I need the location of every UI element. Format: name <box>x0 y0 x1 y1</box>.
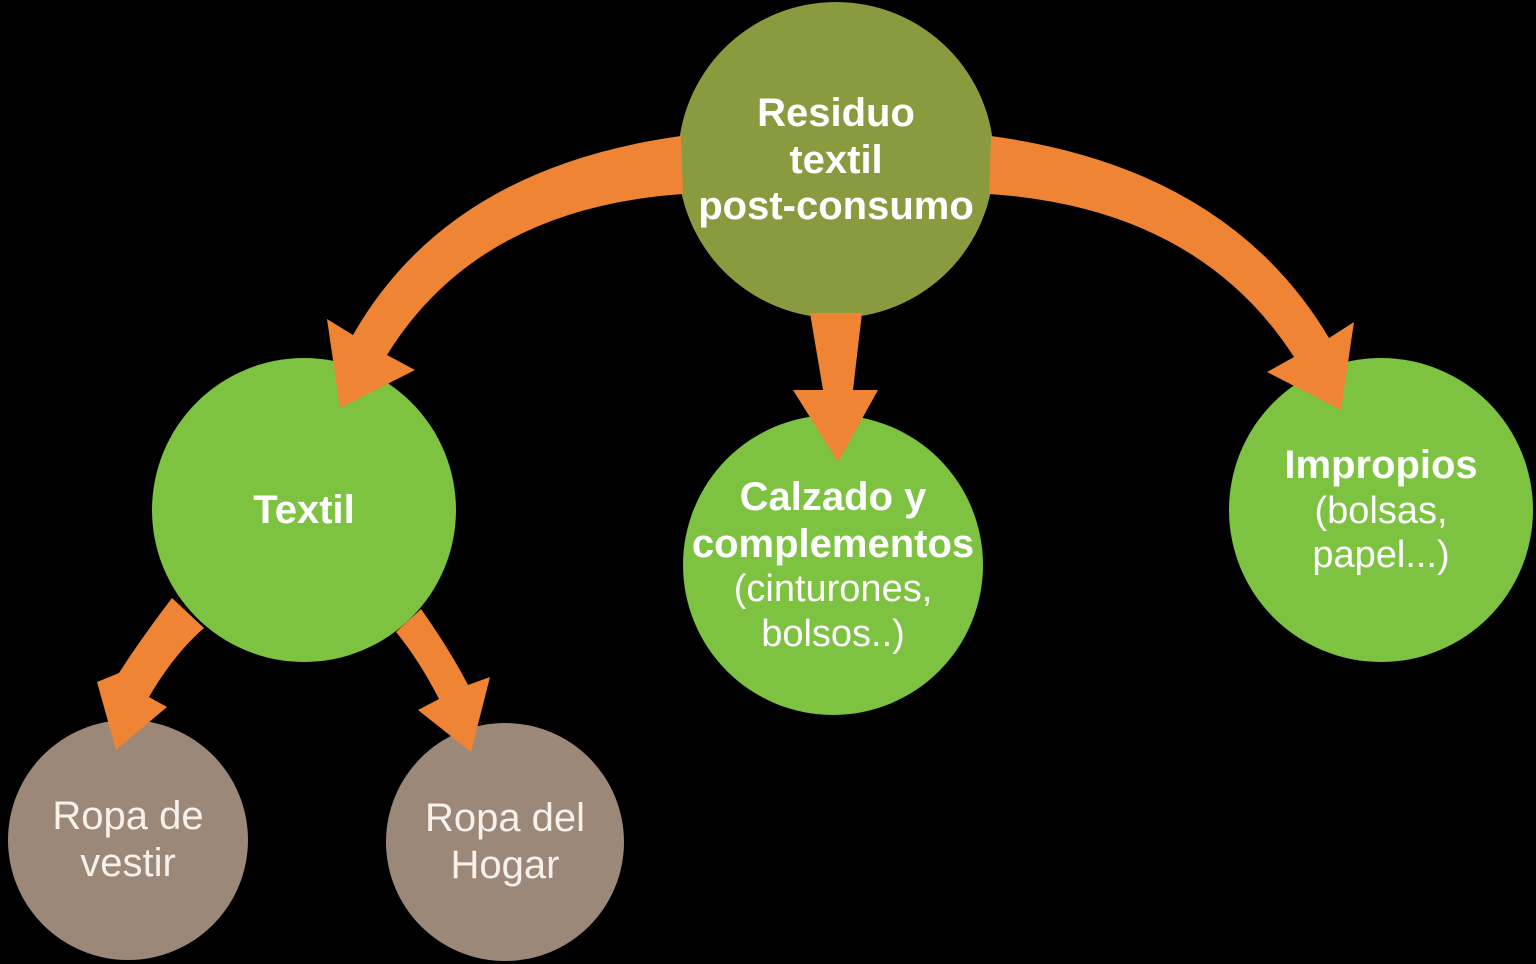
node-root-label-line2: textil <box>789 137 883 182</box>
node-ropa-de-vestir: Ropa de vestir <box>8 720 248 960</box>
node-ropa-vestir-line1: Ropa de <box>52 794 204 839</box>
node-ropa-del-hogar: Ropa del Hogar <box>386 723 624 961</box>
node-calzado-title-line1: Calzado y <box>739 474 927 519</box>
node-ropa-vestir-line2: vestir <box>80 841 176 885</box>
node-root-label-line1: Residuo <box>757 90 915 135</box>
node-impropios: Impropios (bolsas, papel...) <box>1229 358 1533 662</box>
node-textil: Textil <box>152 358 456 662</box>
node-calzado-title-line2: complementos <box>691 521 975 566</box>
node-residuo-textil-post-consumo: Residuo textil post-consumo <box>678 2 994 318</box>
arrow-root-to-impropios-icon <box>989 136 1354 410</box>
node-impropios-subtitle-line2: papel...) <box>1312 534 1450 577</box>
node-root-label-line3: post-consumo <box>698 184 974 229</box>
node-calzado-subtitle-line2: bolsos..) <box>761 612 905 655</box>
node-textil-label: Textil <box>253 487 355 532</box>
arrow-root-to-textil-icon <box>327 136 683 408</box>
node-impropios-subtitle-line1: (bolsas, <box>1314 489 1448 532</box>
node-impropios-title: Impropios <box>1284 443 1478 488</box>
node-calzado-subtitle-line1: (cinturones, <box>733 568 933 611</box>
node-ropa-hogar-line1: Ropa del <box>424 796 586 841</box>
node-calzado-complementos: Calzado y complementos (cinturones, bols… <box>683 415 983 715</box>
node-ropa-hogar-line2: Hogar <box>450 843 560 887</box>
